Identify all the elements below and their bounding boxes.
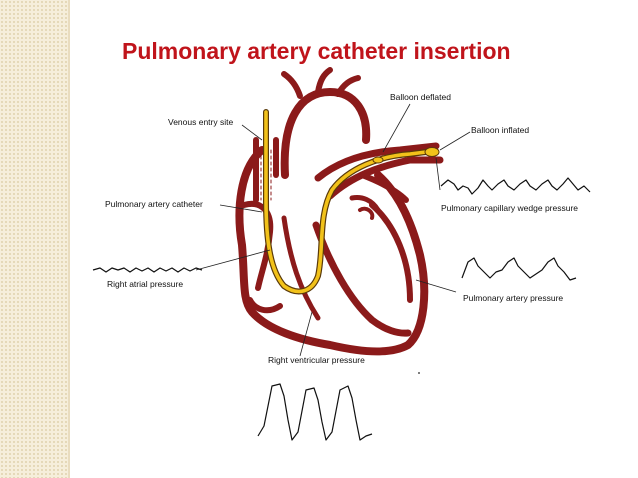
label-pcwp: Pulmonary capillary wedge pressure [441, 203, 578, 213]
stray-dot [418, 372, 420, 374]
heart-illustration [235, 67, 444, 356]
right-atrial-waveform [92, 267, 203, 273]
right-ventricular-waveform [257, 383, 373, 441]
pulmonary-artery-waveform [461, 257, 577, 281]
label-venous-entry-site: Venous entry site [168, 117, 233, 127]
pcwp-waveform [440, 177, 591, 195]
label-pulmonary-artery-pressure: Pulmonary artery pressure [463, 293, 563, 303]
leader-lines [195, 103, 471, 357]
label-right-atrial-pressure: Right atrial pressure [107, 279, 183, 289]
catheter-line [260, 109, 437, 295]
label-right-ventricular-pressure: Right ventricular pressure [268, 355, 365, 365]
decorative-side-strip [0, 0, 68, 478]
label-pulmonary-artery-catheter: Pulmonary artery catheter [105, 199, 203, 209]
slide-title: Pulmonary artery catheter insertion [122, 38, 511, 64]
label-balloon-deflated: Balloon deflated [390, 92, 451, 102]
balloon-inflated-marker [424, 147, 440, 157]
side-strip-border [68, 0, 70, 478]
label-balloon-inflated: Balloon inflated [471, 125, 529, 135]
balloon-deflated-marker [372, 156, 384, 164]
